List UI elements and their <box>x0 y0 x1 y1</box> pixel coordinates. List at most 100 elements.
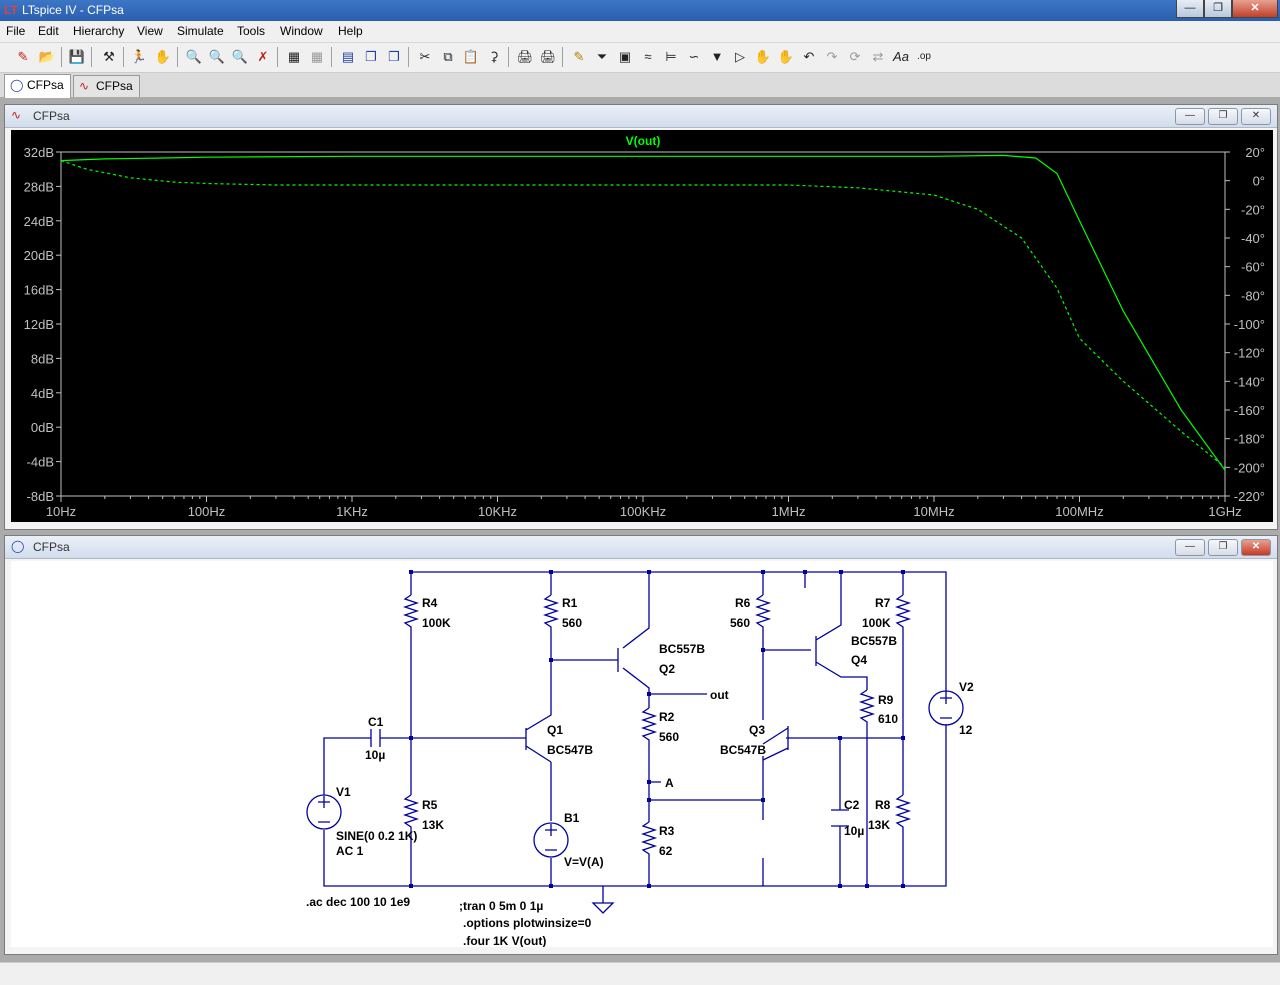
r5-ref: R5 <box>422 798 438 812</box>
menu-file[interactable]: File <box>6 24 26 38</box>
r9-value: 610 <box>878 712 898 726</box>
schematic-canvas[interactable]: R4 100K R1 560 BC557B Q2 R6 560 R7 100K … <box>11 561 1273 948</box>
restore-button[interactable]: ❐ <box>1208 108 1238 125</box>
window-controls: — ❐ ✕ <box>1176 0 1278 19</box>
close-button[interactable]: ✕ <box>1241 108 1271 125</box>
schematic-window-title-bar: ◯ CFPsa — ❐ ✕ <box>5 536 1277 559</box>
r1-ref: R1 <box>562 596 578 610</box>
y-right-tick-label: -60° <box>1241 260 1265 275</box>
y-left-tick-label: -4dB <box>27 455 54 470</box>
schematic-window: ◯ CFPsa — ❐ ✕ <box>4 535 1278 955</box>
schematic-drawing[interactable]: R4 100K R1 560 BC557B Q2 R6 560 R7 100K … <box>11 561 1273 948</box>
minimize-button[interactable]: — <box>1175 539 1205 556</box>
trace-label: V(out) <box>626 134 661 148</box>
copy-icon[interactable]: ⧉ <box>443 49 453 64</box>
menu-tools[interactable]: Tools <box>237 24 266 38</box>
close-button[interactable]: ✕ <box>1241 539 1271 556</box>
diode-icon[interactable]: ▼ <box>710 49 724 64</box>
menu-view[interactable]: View <box>137 24 163 38</box>
y-right-tick-label: -140° <box>1234 374 1265 389</box>
close-button[interactable]: ✕ <box>1232 0 1278 18</box>
minimize-button[interactable]: — <box>1175 108 1205 125</box>
r2-value: 560 <box>659 730 679 744</box>
title-bar: LT LTspice IV - CFPsa — ❐ ✕ <box>0 0 1280 21</box>
r4-ref: R4 <box>422 596 438 610</box>
b1-ref: B1 <box>564 811 580 825</box>
q1-ref: Q1 <box>547 723 563 737</box>
move-icon[interactable]: ✋ <box>754 49 772 64</box>
paste-icon[interactable]: 📋 <box>462 49 480 64</box>
run-icon[interactable]: 🏃 <box>130 49 148 64</box>
q3-value: BC547B <box>720 743 766 757</box>
waveform-window-title-bar: ∿ CFPsa — ❐ ✕ <box>5 105 1277 128</box>
close-all-icon[interactable]: ❐ <box>388 49 400 64</box>
r1-value: 560 <box>562 616 582 630</box>
menu-simulate[interactable]: Simulate <box>177 24 224 38</box>
r7-ref: R7 <box>875 596 891 610</box>
drag-icon[interactable]: ✋ <box>777 49 795 64</box>
y-right-tick-label: 0° <box>1253 174 1265 189</box>
y-right-tick-label: -120° <box>1234 346 1265 361</box>
four-directive: .four 1K V(out) <box>463 934 546 947</box>
tab-label: CFPsa <box>27 78 64 92</box>
v2-value: 12 <box>959 723 973 737</box>
r7-value: 100K <box>862 616 891 630</box>
capacitors <box>370 729 849 827</box>
restore-button[interactable]: ❐ <box>1208 539 1238 556</box>
tab-waveform[interactable]: ∿ CFPsa <box>73 75 140 97</box>
tran-directive: ;tran 0 5m 0 1µ <box>459 899 543 913</box>
autorange-icon[interactable]: ▦ <box>287 49 301 64</box>
y-right-tick-label: -180° <box>1234 432 1265 447</box>
open-folder-icon[interactable]: 📂 <box>38 49 56 64</box>
v1-ref: V1 <box>336 785 351 799</box>
pan-icon[interactable]: 🔍 <box>208 49 226 64</box>
document-tab-bar: ◯ CFPsa ∿ CFPsa <box>0 73 1280 98</box>
zoom-fit-icon[interactable]: ✗ <box>257 49 269 64</box>
menu-edit[interactable]: Edit <box>38 24 59 38</box>
x-tick-label: 100Hz <box>188 504 226 519</box>
minimize-button[interactable]: — <box>1176 0 1204 18</box>
cut-icon[interactable]: ✂ <box>419 49 431 64</box>
undo-icon[interactable]: ↶ <box>803 49 815 64</box>
control-panel-icon[interactable]: ⚒ <box>103 49 115 64</box>
print-setup-icon[interactable]: 🖨 <box>516 49 534 64</box>
component-icon[interactable]: ▷ <box>735 49 745 64</box>
menu-hierarchy[interactable]: Hierarchy <box>73 24 125 38</box>
maximize-button[interactable]: ❐ <box>1204 0 1232 18</box>
tab-schematic[interactable]: ◯ CFPsa <box>4 74 71 98</box>
tile-horizontal-icon[interactable]: ▤ <box>341 49 355 64</box>
menu-help[interactable]: Help <box>338 24 363 38</box>
draw-wire-icon[interactable]: ✎ <box>573 49 585 64</box>
zoom-out-icon[interactable]: 🔍 <box>231 49 249 64</box>
y-left-tick-label: 8dB <box>31 351 54 366</box>
halt-icon[interactable]: ✋ <box>154 49 172 64</box>
new-schematic-icon[interactable]: ✎ <box>17 49 29 64</box>
text-icon[interactable]: Aa <box>893 49 909 64</box>
resistor-icon[interactable]: ≈ <box>644 49 652 64</box>
fft-icon[interactable]: ▦ <box>310 49 324 64</box>
zoom-in-icon[interactable]: 🔍 <box>185 49 203 64</box>
rotate-icon[interactable]: ⟳ <box>849 49 861 64</box>
print-icon[interactable]: 🖨 <box>539 49 557 64</box>
spice-directive-icon[interactable]: .op <box>917 51 931 62</box>
menu-window[interactable]: Window <box>280 24 323 38</box>
r5-value: 13K <box>422 818 444 832</box>
label-net-icon[interactable]: ▣ <box>618 49 632 64</box>
ground-icon[interactable]: ⏷ <box>596 49 608 64</box>
ltspice-logo-icon: LT <box>4 3 18 17</box>
mirror-icon[interactable]: ⇄ <box>872 49 884 64</box>
find-icon[interactable]: ⚳ <box>489 49 499 64</box>
x-tick-label: 1GHz <box>1208 504 1241 519</box>
cascade-icon[interactable]: ❐ <box>365 49 377 64</box>
y-left-tick-label: 20dB <box>24 248 54 263</box>
r3-value: 62 <box>659 844 673 858</box>
inductor-icon[interactable]: ∽ <box>688 49 700 64</box>
capacitor-icon[interactable]: ⊨ <box>665 49 677 64</box>
q4-value: BC557B <box>851 634 897 648</box>
save-icon[interactable]: 💾 <box>68 49 86 64</box>
y-left-tick-label: 4dB <box>31 386 54 401</box>
redo-icon[interactable]: ↷ <box>826 49 838 64</box>
